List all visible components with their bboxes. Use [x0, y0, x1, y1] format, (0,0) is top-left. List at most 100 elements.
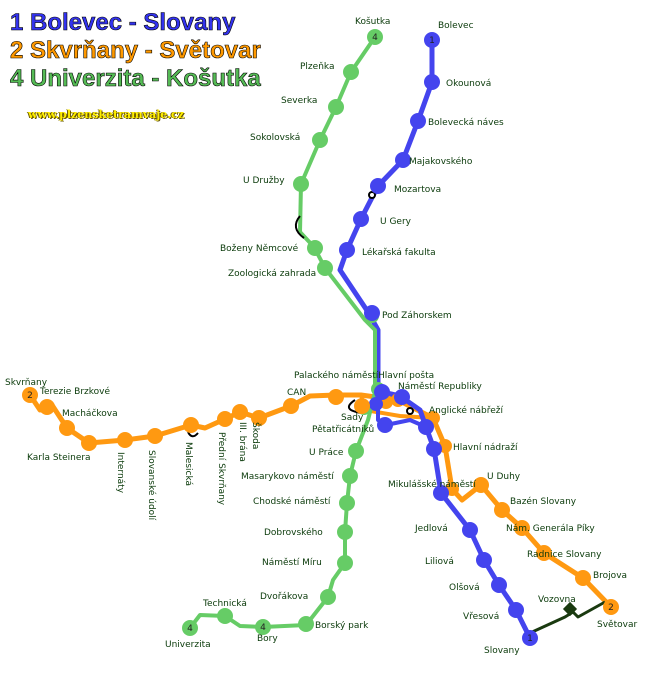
station-marker-line1[interactable] — [353, 211, 369, 227]
station-marker-line2[interactable] — [59, 420, 75, 436]
station-label: Dobrovského — [264, 527, 323, 538]
station-marker-line1[interactable] — [364, 305, 380, 321]
station-marker-line1[interactable] — [418, 419, 434, 435]
station-label: Technická — [202, 599, 247, 609]
station-label: Dvořákova — [260, 592, 308, 602]
terminus-number: 1 — [429, 36, 435, 46]
station-marker-line2[interactable] — [536, 545, 552, 561]
station-marker-line2[interactable] — [494, 502, 510, 518]
station-marker-line4[interactable] — [328, 99, 344, 115]
terminus-number: 2 — [608, 603, 614, 613]
station-label: Chodské náměstí — [253, 496, 331, 507]
station-label: Brojova — [593, 571, 627, 581]
website-link[interactable]: www.plzensketramvaje.cz — [28, 108, 184, 121]
station-label: Olšová — [449, 582, 480, 593]
station-label: Vřesová — [463, 612, 499, 622]
station-label: Borský park — [315, 621, 369, 631]
station-marker-line1[interactable] — [394, 389, 410, 405]
station-label: Hlavní nádraží — [453, 443, 518, 453]
station-marker-line4[interactable] — [298, 616, 314, 632]
station-marker-line1[interactable] — [410, 113, 426, 129]
station-marker-line4[interactable] — [307, 240, 323, 256]
station-label: Sokolovská — [250, 133, 300, 143]
station-label: Nám. Generála Píky — [506, 524, 595, 534]
station-marker-line4[interactable] — [337, 555, 353, 571]
line-1-track — [337, 40, 533, 640]
station-label: Internáty — [115, 452, 125, 494]
station-marker-line4[interactable] — [342, 468, 358, 484]
depot-icon — [562, 601, 578, 617]
station-label: Bolevec — [438, 21, 474, 31]
station-marker-line1[interactable] — [462, 522, 478, 538]
station-label: Přední Skvrňany — [216, 432, 227, 506]
station-marker-line4[interactable] — [343, 64, 359, 80]
station-marker-line2[interactable] — [603, 599, 619, 615]
legend-line-4: 4 Univerzita - Košutka — [10, 65, 261, 92]
station-marker — [369, 397, 383, 411]
station-marker-line1[interactable] — [395, 152, 411, 168]
station-marker-line2[interactable] — [283, 398, 299, 414]
depot-label: Vozovna — [538, 595, 576, 605]
station-label: Univerzita — [165, 640, 211, 650]
station-marker-line1[interactable] — [433, 485, 449, 501]
station-marker-line1[interactable] — [339, 242, 355, 258]
station-label: Macháčkova — [62, 408, 118, 419]
station-label: Okounová — [446, 79, 491, 89]
station-marker-line4[interactable] — [312, 132, 328, 148]
station-marker-line2[interactable] — [217, 411, 233, 427]
station-label: Palackého náměstí — [294, 370, 379, 381]
station-label: U Práce — [309, 448, 344, 458]
station-marker-line2[interactable] — [251, 410, 267, 426]
station-marker-line1[interactable] — [522, 630, 538, 646]
station-marker-line1[interactable] — [374, 384, 390, 400]
station-marker-line2[interactable] — [575, 570, 591, 586]
station-marker-line4[interactable] — [367, 29, 383, 45]
station-label: Severka — [281, 96, 317, 106]
terminus-number: 4 — [260, 623, 266, 633]
station-marker-line4[interactable] — [348, 443, 364, 459]
legend-line-2: 2 Skvrňany - Světovar — [10, 37, 261, 64]
turning-loop-icon — [294, 215, 305, 239]
station-marker-line2[interactable] — [39, 399, 55, 415]
station-marker-line1[interactable] — [426, 441, 442, 457]
station-marker-line2[interactable] — [232, 404, 248, 420]
terminus-number: 1 — [527, 634, 533, 644]
station-marker-line1[interactable] — [424, 74, 440, 90]
station-marker-line2[interactable] — [22, 387, 38, 403]
station-label: Hlavní pošta — [378, 370, 434, 381]
station-marker-line1[interactable] — [508, 602, 524, 618]
station-label: Náměstí Republiky — [398, 382, 483, 392]
station-label: Košutka — [355, 16, 390, 27]
station-label: Radnice Slovany — [527, 550, 602, 560]
station-marker-line4[interactable] — [182, 620, 198, 636]
station-marker-line4[interactable] — [255, 619, 271, 635]
station-label: Jedlová — [414, 524, 448, 534]
station-label: Pětatřicátníků — [312, 424, 374, 435]
station-marker-line1[interactable] — [424, 32, 440, 48]
turning-loop-icon — [368, 191, 376, 199]
terminus-number: 4 — [372, 33, 378, 43]
station-marker-line2[interactable] — [81, 435, 97, 451]
station-label: Boženy Němcové — [220, 243, 299, 254]
station-marker-line2[interactable] — [328, 389, 344, 405]
station-marker-line1[interactable] — [370, 178, 386, 194]
station-marker-line4[interactable] — [337, 524, 353, 540]
station-marker-line4[interactable] — [320, 589, 336, 605]
station-marker-line1[interactable] — [377, 417, 393, 433]
station-marker-line4[interactable] — [317, 260, 333, 276]
station-marker-line2[interactable] — [117, 432, 133, 448]
station-marker-line2[interactable] — [354, 398, 370, 414]
station-marker-line2[interactable] — [183, 417, 199, 433]
station-marker-line2[interactable] — [514, 520, 530, 536]
line-2-track — [27, 392, 613, 609]
station-marker-line1[interactable] — [476, 552, 492, 568]
station-marker-line2[interactable] — [473, 477, 489, 493]
station-label: Zoologická zahrada — [228, 269, 316, 279]
station-marker-line2[interactable] — [147, 428, 163, 444]
station-marker-line4[interactable] — [293, 176, 309, 192]
station-marker-line4[interactable] — [339, 495, 355, 511]
station-label: U Družby — [243, 176, 285, 186]
station-marker-line4[interactable] — [217, 608, 233, 624]
station-marker-line1[interactable] — [491, 577, 507, 593]
